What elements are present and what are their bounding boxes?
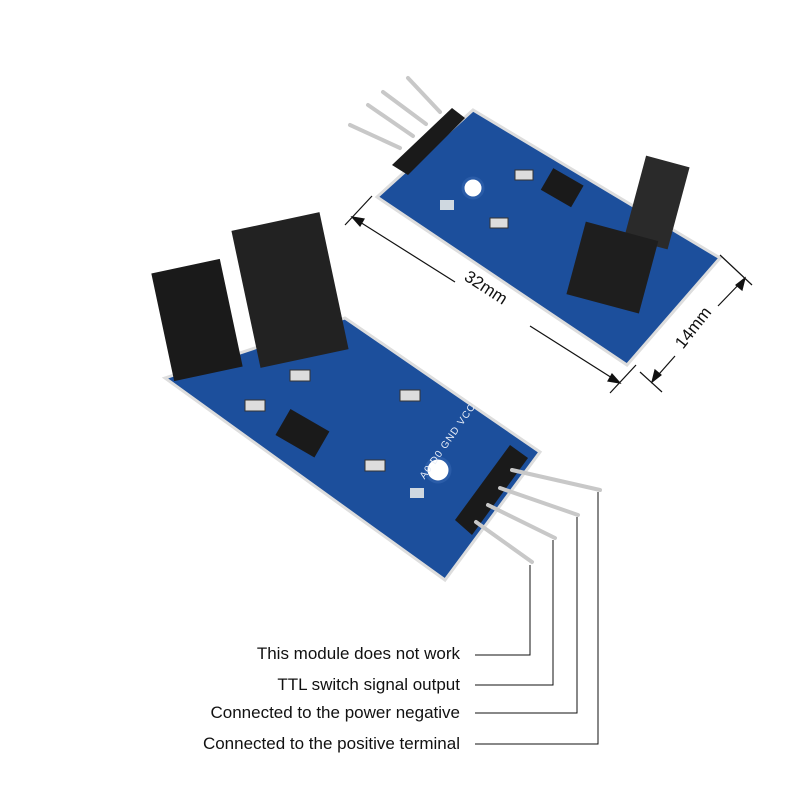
leader-line-d0 — [475, 540, 554, 686]
ic-chip-top — [540, 168, 584, 208]
header-block-top — [392, 108, 465, 175]
module-bottom — [151, 212, 602, 583]
ic-chip-bottom — [275, 409, 330, 458]
dimension-14mm — [639, 254, 753, 393]
smd-component — [364, 459, 386, 472]
smd-component — [244, 399, 266, 412]
leader-lines — [475, 492, 599, 745]
annotation-d0: TTL switch signal output — [277, 675, 460, 694]
smd-component — [399, 389, 421, 402]
sensor-slot-bottom-back — [231, 212, 349, 368]
smd-component — [289, 369, 311, 382]
dimension-32mm — [344, 195, 637, 394]
sensor-slot-top-front — [566, 221, 659, 314]
leader-line-a0 — [475, 565, 531, 656]
mounting-hole-top — [461, 176, 485, 200]
module-top — [348, 76, 723, 367]
led-top — [440, 200, 454, 210]
header-block-bottom — [455, 445, 528, 535]
mounting-hole-bottom — [424, 456, 452, 484]
annotation-a0: This module does not work — [256, 644, 460, 663]
leader-line-vcc — [475, 492, 599, 745]
led-bottom — [410, 488, 424, 498]
annotation-gnd: Connected to the power negative — [210, 703, 460, 722]
leader-line-gnd — [475, 517, 578, 714]
header-pins-bottom — [474, 468, 602, 564]
smd-component — [514, 169, 534, 181]
sensor-slot-bottom-front — [151, 258, 243, 382]
smd-component — [489, 217, 509, 229]
sensor-slot-top-back — [624, 155, 690, 250]
annotation-vcc: Connected to the positive terminal — [202, 734, 460, 753]
header-pins-top — [348, 76, 442, 150]
